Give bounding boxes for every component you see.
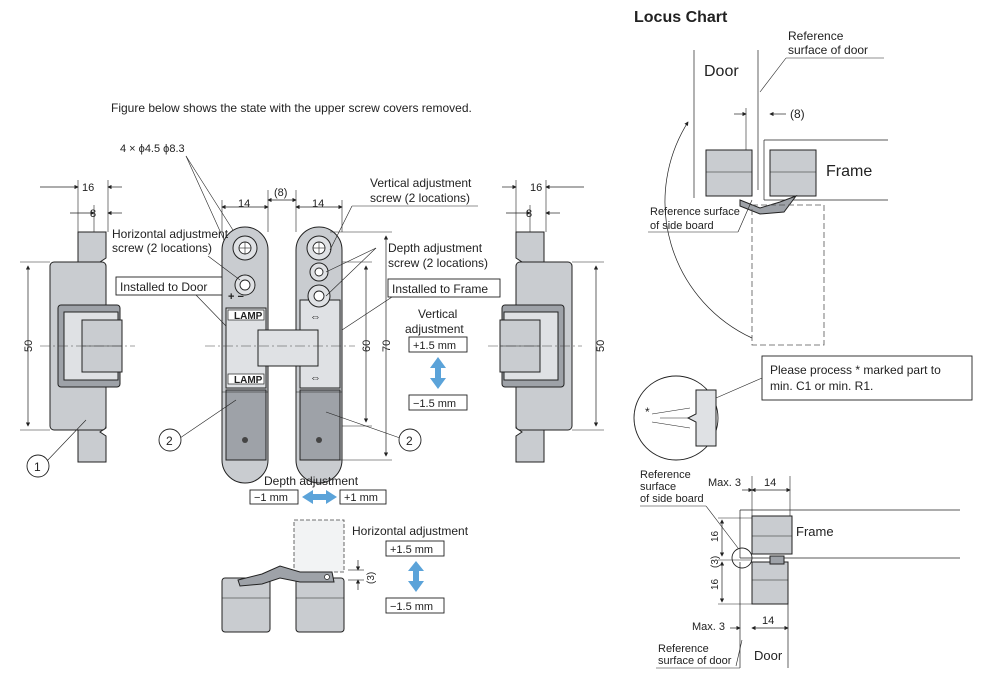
locus-note-1: Please process * marked part to <box>770 363 941 377</box>
dim-60: 60 <box>361 340 373 352</box>
vertical-screw-line1: Vertical adjustment <box>370 176 472 190</box>
callout-2-left: 2 <box>166 434 173 448</box>
vertical-adj-line1: Vertical <box>418 307 457 321</box>
horizontal-plus: +1.5 mm <box>390 544 433 556</box>
horizontal-title: Horizontal adjustment <box>352 524 469 538</box>
depth-screw-line1: Depth adjustment <box>388 241 483 255</box>
locus-ref-door-1: Reference <box>788 29 844 43</box>
detail-ref-side-1: Reference <box>640 469 691 481</box>
vertical-adj-line2: adjustment <box>405 322 464 336</box>
holes-label: 4 × ϕ4.5 ϕ8.3 <box>120 143 185 155</box>
detail-16-upper: 16 <box>710 530 721 542</box>
vertical-arrow <box>430 357 446 389</box>
brand-lamp-1: LAMP <box>234 311 263 322</box>
front-hinge-view: 4 × ϕ4.5 ϕ8.3 14 (8) 14 + − LAMP LAMP <box>112 143 501 484</box>
depth-minus: −1 mm <box>254 492 288 504</box>
locus-ref-side-2: of side board <box>650 220 714 232</box>
detail-ref-side-3: of side board <box>640 493 704 505</box>
horizontal-dim-3: (3) <box>366 572 377 584</box>
right-dim-50: 50 <box>595 340 607 352</box>
detail-16-lower: 16 <box>710 578 721 590</box>
horizontal-adjustment: (3) Horizontal adjustment +1.5 mm −1.5 m… <box>221 519 469 633</box>
vertical-minus: −1.5 mm <box>413 398 456 410</box>
right-dim-16: 16 <box>530 182 542 194</box>
vertical-screw-line2: screw (2 locations) <box>370 191 470 205</box>
depth-arrow <box>302 490 337 504</box>
left-dim-8: 8 <box>90 208 96 220</box>
locus-chart: Locus Chart Door Reference surface of do… <box>633 9 973 461</box>
right-dim-8: 8 <box>526 208 532 220</box>
locus-star: * <box>645 405 650 419</box>
installed-to-door: Installed to Door <box>120 280 207 294</box>
horizontal-minus: −1.5 mm <box>390 601 433 613</box>
detail-14-top: 14 <box>764 477 776 489</box>
horizontal-arrow <box>408 561 424 592</box>
detail-ref-door-2: surface of door <box>658 655 732 667</box>
intro-text: Figure below shows the state with the up… <box>111 101 472 115</box>
left-pm-sign: + − <box>228 291 244 303</box>
callout-1: 1 <box>34 460 41 474</box>
detail-view: Reference surface of side board Max. 3 1… <box>640 469 960 669</box>
locus-dim-8: (8) <box>790 107 805 121</box>
depth-adjustment: Depth adjustment −1 mm +1 mm <box>249 474 387 505</box>
dim-70: 70 <box>381 340 393 352</box>
locus-frame: Frame <box>826 163 872 180</box>
detail-max3-top: Max. 3 <box>708 477 741 489</box>
dim-8-mid: (8) <box>274 187 287 199</box>
brand-lamp-2: LAMP <box>234 375 263 386</box>
dim-14-right: 14 <box>312 198 324 210</box>
installed-to-frame: Installed to Frame <box>392 282 488 296</box>
horizontal-screw-line1: Horizontal adjustment <box>112 227 229 241</box>
depth-plus: +1 mm <box>344 492 378 504</box>
depth-title: Depth adjustment <box>264 474 359 488</box>
locus-title: Locus Chart <box>634 9 728 26</box>
detail-max3-bottom: Max. 3 <box>692 621 725 633</box>
right-side-view: 16 8 50 <box>488 180 607 463</box>
detail-ref-door-1: Reference <box>658 643 709 655</box>
left-dim-16: 16 <box>82 182 94 194</box>
locus-door: Door <box>704 63 739 80</box>
detail-14-bottom: 14 <box>762 615 774 627</box>
vertical-plus: +1.5 mm <box>413 340 456 352</box>
locus-ref-side-1: Reference surface <box>650 206 740 218</box>
horizontal-screw-line2: screw (2 locations) <box>112 241 212 255</box>
callout-2-right: 2 <box>406 434 413 448</box>
right-arrow-top: ⇔ <box>310 311 321 323</box>
left-side-view: 16 8 50 1 <box>20 180 135 478</box>
locus-note-2: min. C1 or min. R1. <box>770 379 873 393</box>
detail-door: Door <box>754 648 783 663</box>
dim-14-left: 14 <box>238 198 250 210</box>
detail-ref-side-2: surface <box>640 481 676 493</box>
detail-3: (3) <box>710 556 721 568</box>
depth-screw-line2: screw (2 locations) <box>388 256 488 270</box>
detail-frame: Frame <box>796 524 834 539</box>
left-dim-50: 50 <box>23 340 35 352</box>
locus-ref-door-2: surface of door <box>788 43 868 57</box>
right-arrow-bottom: ⇔ <box>310 372 321 384</box>
